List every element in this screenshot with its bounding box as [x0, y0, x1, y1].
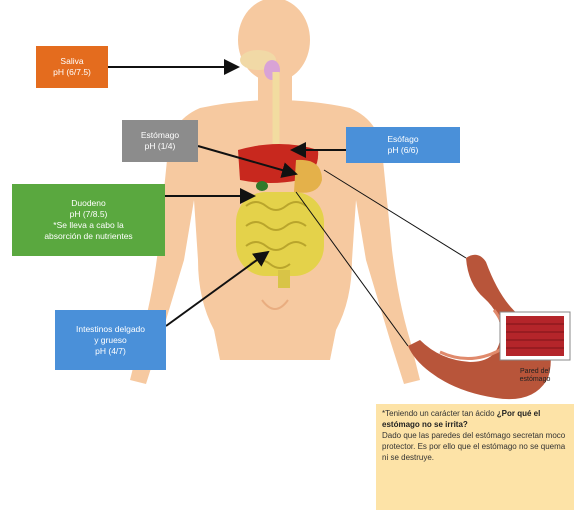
saliva-ph: pH (6/7.5)	[53, 67, 91, 78]
stomach-wall-inset	[500, 312, 570, 360]
esofago-title: Esófago	[387, 134, 418, 145]
stomach-wall-label: Pared del estómago	[506, 368, 564, 384]
intestinos-ph: pH (4/7)	[95, 346, 126, 357]
note-intro: *Teniendo un carácter tan ácido	[382, 409, 497, 418]
estomago-ph: pH (1/4)	[145, 141, 176, 152]
estomago-box: Estómago pH (1/4)	[122, 120, 198, 162]
note-answer: Dado que las paredes del estómago secret…	[382, 430, 568, 463]
intestinos-title: Intestinos delgado	[76, 324, 145, 335]
note-text: *Teniendo un carácter tan ácido ¿Por qué…	[382, 408, 568, 430]
esofago-ph: pH (6/6)	[388, 145, 419, 156]
estomago-title: Estómago	[141, 130, 179, 141]
saliva-title: Saliva	[60, 56, 83, 67]
intestinos-box: Intestinos delgado y grueso pH (4/7)	[55, 310, 166, 370]
duodeno-ph: pH (7/8.5)	[70, 209, 108, 220]
esofago-box: Esófago pH (6/6)	[346, 127, 460, 163]
duodeno-note-1: *Se lleva a cabo la	[53, 220, 123, 231]
saliva-box: Saliva pH (6/7.5)	[36, 46, 108, 88]
gallbladder	[256, 181, 268, 191]
duodeno-title: Duodeno	[71, 198, 106, 209]
duodeno-note-2: absorción de nutrientes	[44, 231, 132, 242]
duodeno-box: Duodeno pH (7/8.5) *Se lleva a cabo la a…	[12, 184, 165, 256]
info-note: *Teniendo un carácter tan ácido ¿Por qué…	[376, 404, 574, 510]
intestinos-subtitle: y grueso	[94, 335, 127, 346]
